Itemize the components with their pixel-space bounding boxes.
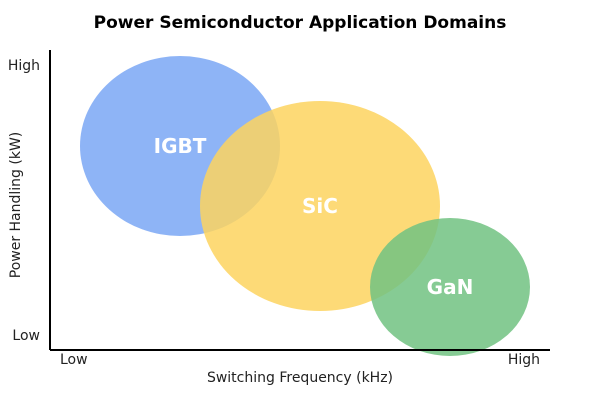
region-gan [370,218,530,356]
y-axis-label: Power Handling (kW) [8,132,24,279]
chart-title: Power Semiconductor Application Domains [94,13,507,33]
y-tick-high: High [8,58,40,74]
domain-labels: IGBT SiC GaN [154,134,474,299]
x-axis-label: Switching Frequency (kHz) [207,370,393,386]
region-label-igbt: IGBT [154,134,207,158]
x-tick-low: Low [60,352,88,368]
region-label-sic: SiC [302,194,338,218]
domain-regions [80,56,530,356]
x-tick-high: High [508,352,540,368]
region-label-gan: GaN [427,275,474,299]
y-tick-low: Low [12,328,40,344]
